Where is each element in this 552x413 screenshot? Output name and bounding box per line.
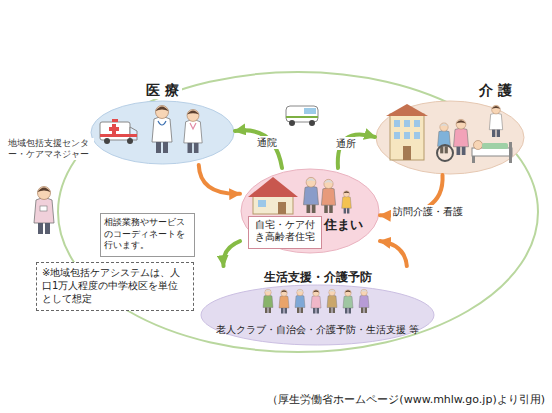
text-holder: 医 療 [90,80,235,99]
text-holder: 生活支援・介護予防 [200,266,435,285]
region-ellipse [91,101,234,164]
care-manager-figure [34,187,54,235]
node-label: 生活支援・介護予防 [264,270,372,285]
region-ellipse [241,169,379,253]
ambulance [100,119,137,144]
care-facility [386,104,428,160]
node-label: 介 護 [476,82,515,99]
house [248,177,298,214]
text-holder: （厚生労働省ホームページ(www.mhlw.go.jp)より引用) [170,388,545,407]
text-holder: 住まい [316,214,371,233]
edge-label: 訪問介護・看護 [391,205,465,218]
text-holder: 介 護 [375,80,515,99]
flow-arrow [223,241,240,266]
node-label: 相談業務やサービスのコーディネートを行います。 [104,217,191,252]
node-label: 医 療 [143,82,182,99]
text-holder: 老人クラブ・自治会・介護予防・生活支援 等 [200,318,435,337]
flow-arrow [235,130,282,168]
flow-arrow [199,165,240,194]
care-bed [472,105,512,163]
node-body: 老人クラブ・自治会・介護予防・生活支援 等 [216,324,419,336]
home-type-box: 自宅・ケア付き高齢者住宅 [248,216,322,249]
text-holder: 地域包括支援センター・ケアマネジャー [8,138,94,161]
wheelchair [437,119,469,161]
family [304,177,352,213]
text-holder: 通院 [255,131,280,150]
region-ellipse [376,101,524,174]
node-label: 住まい [324,217,363,233]
doctors [152,106,202,154]
welfare-van [286,106,318,126]
edge-label: 通所 [334,137,358,150]
region-ellipse [201,285,434,345]
text-holder: ※地域包括ケアシステムは、人口1万人程度の中学校区を単位として想定 [42,266,187,306]
note-box: ※地域包括ケアシステムは、人口1万人程度の中学校区を単位として想定 [36,262,194,311]
text-holder: 訪問介護・看護 [391,200,466,219]
speech-box: 相談業務やサービスのコーディネートを行います。 [100,213,195,257]
text-holder: 通所 [334,132,359,151]
text-holder: 自宅・ケア付き高齢者住宅 [251,219,319,244]
node-label: 自宅・ケア付き高齢者住宅 [251,219,319,242]
node-label: ※地域包括ケアシステムは、人口1万人程度の中学校区を単位として想定 [42,266,187,305]
community-people [263,289,369,313]
node-label: 地域包括支援センター・ケアマネジャー [8,138,94,160]
edge-label: 通院 [255,136,279,149]
caption: （厚生労働省ホームページ(www.mhlw.go.jp)より引用) [267,393,545,407]
flow-arrow [380,241,407,266]
text-holder: 相談業務やサービスのコーディネートを行います。 [104,217,191,252]
